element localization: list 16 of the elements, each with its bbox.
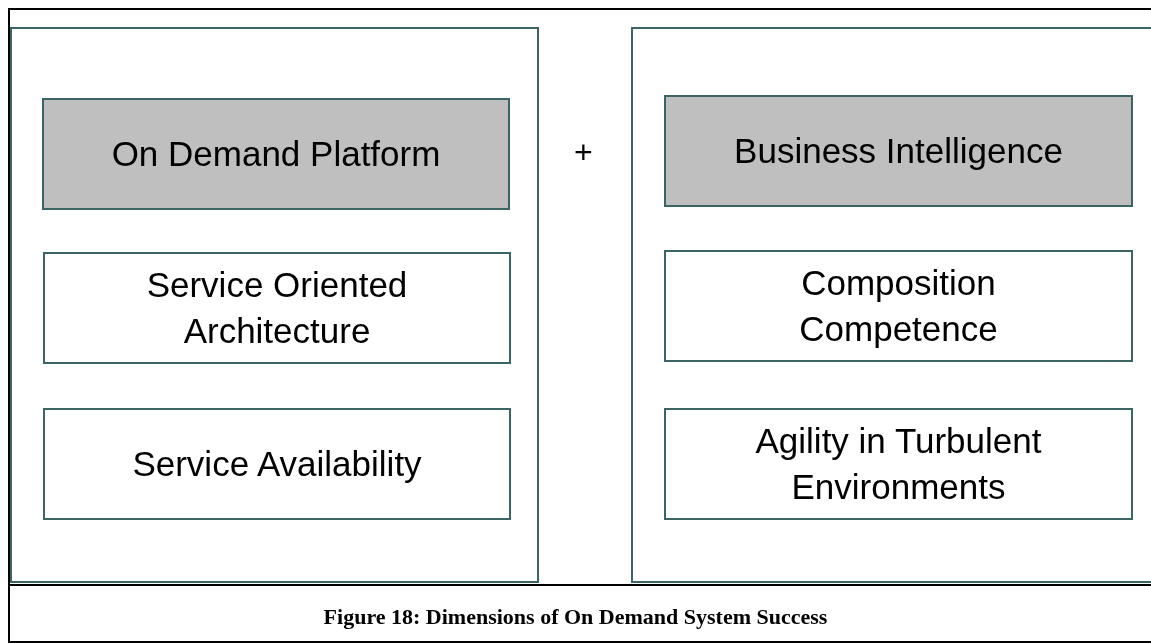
figure-caption: Figure 18: Dimensions of On Demand System Success bbox=[322, 604, 829, 630]
box-label: Service Oriented Architecture bbox=[145, 264, 409, 352]
box-label: Service Availability bbox=[132, 443, 422, 485]
plus-sign: + bbox=[574, 134, 593, 171]
box-label: On Demand Platform bbox=[111, 133, 441, 175]
heading-box bbox=[42, 98, 510, 210]
item-box bbox=[664, 250, 1133, 362]
box-label: Agility in Turbulent Environments bbox=[754, 420, 1043, 508]
box-label: Composition Competence bbox=[798, 262, 999, 350]
panel-frame bbox=[10, 27, 539, 583]
box-label: Business Intelligence bbox=[734, 130, 1063, 172]
panel-frame bbox=[631, 27, 1151, 583]
heading-box bbox=[664, 95, 1133, 207]
item-box bbox=[43, 252, 511, 364]
item-box bbox=[43, 408, 511, 520]
item-box bbox=[664, 408, 1133, 520]
